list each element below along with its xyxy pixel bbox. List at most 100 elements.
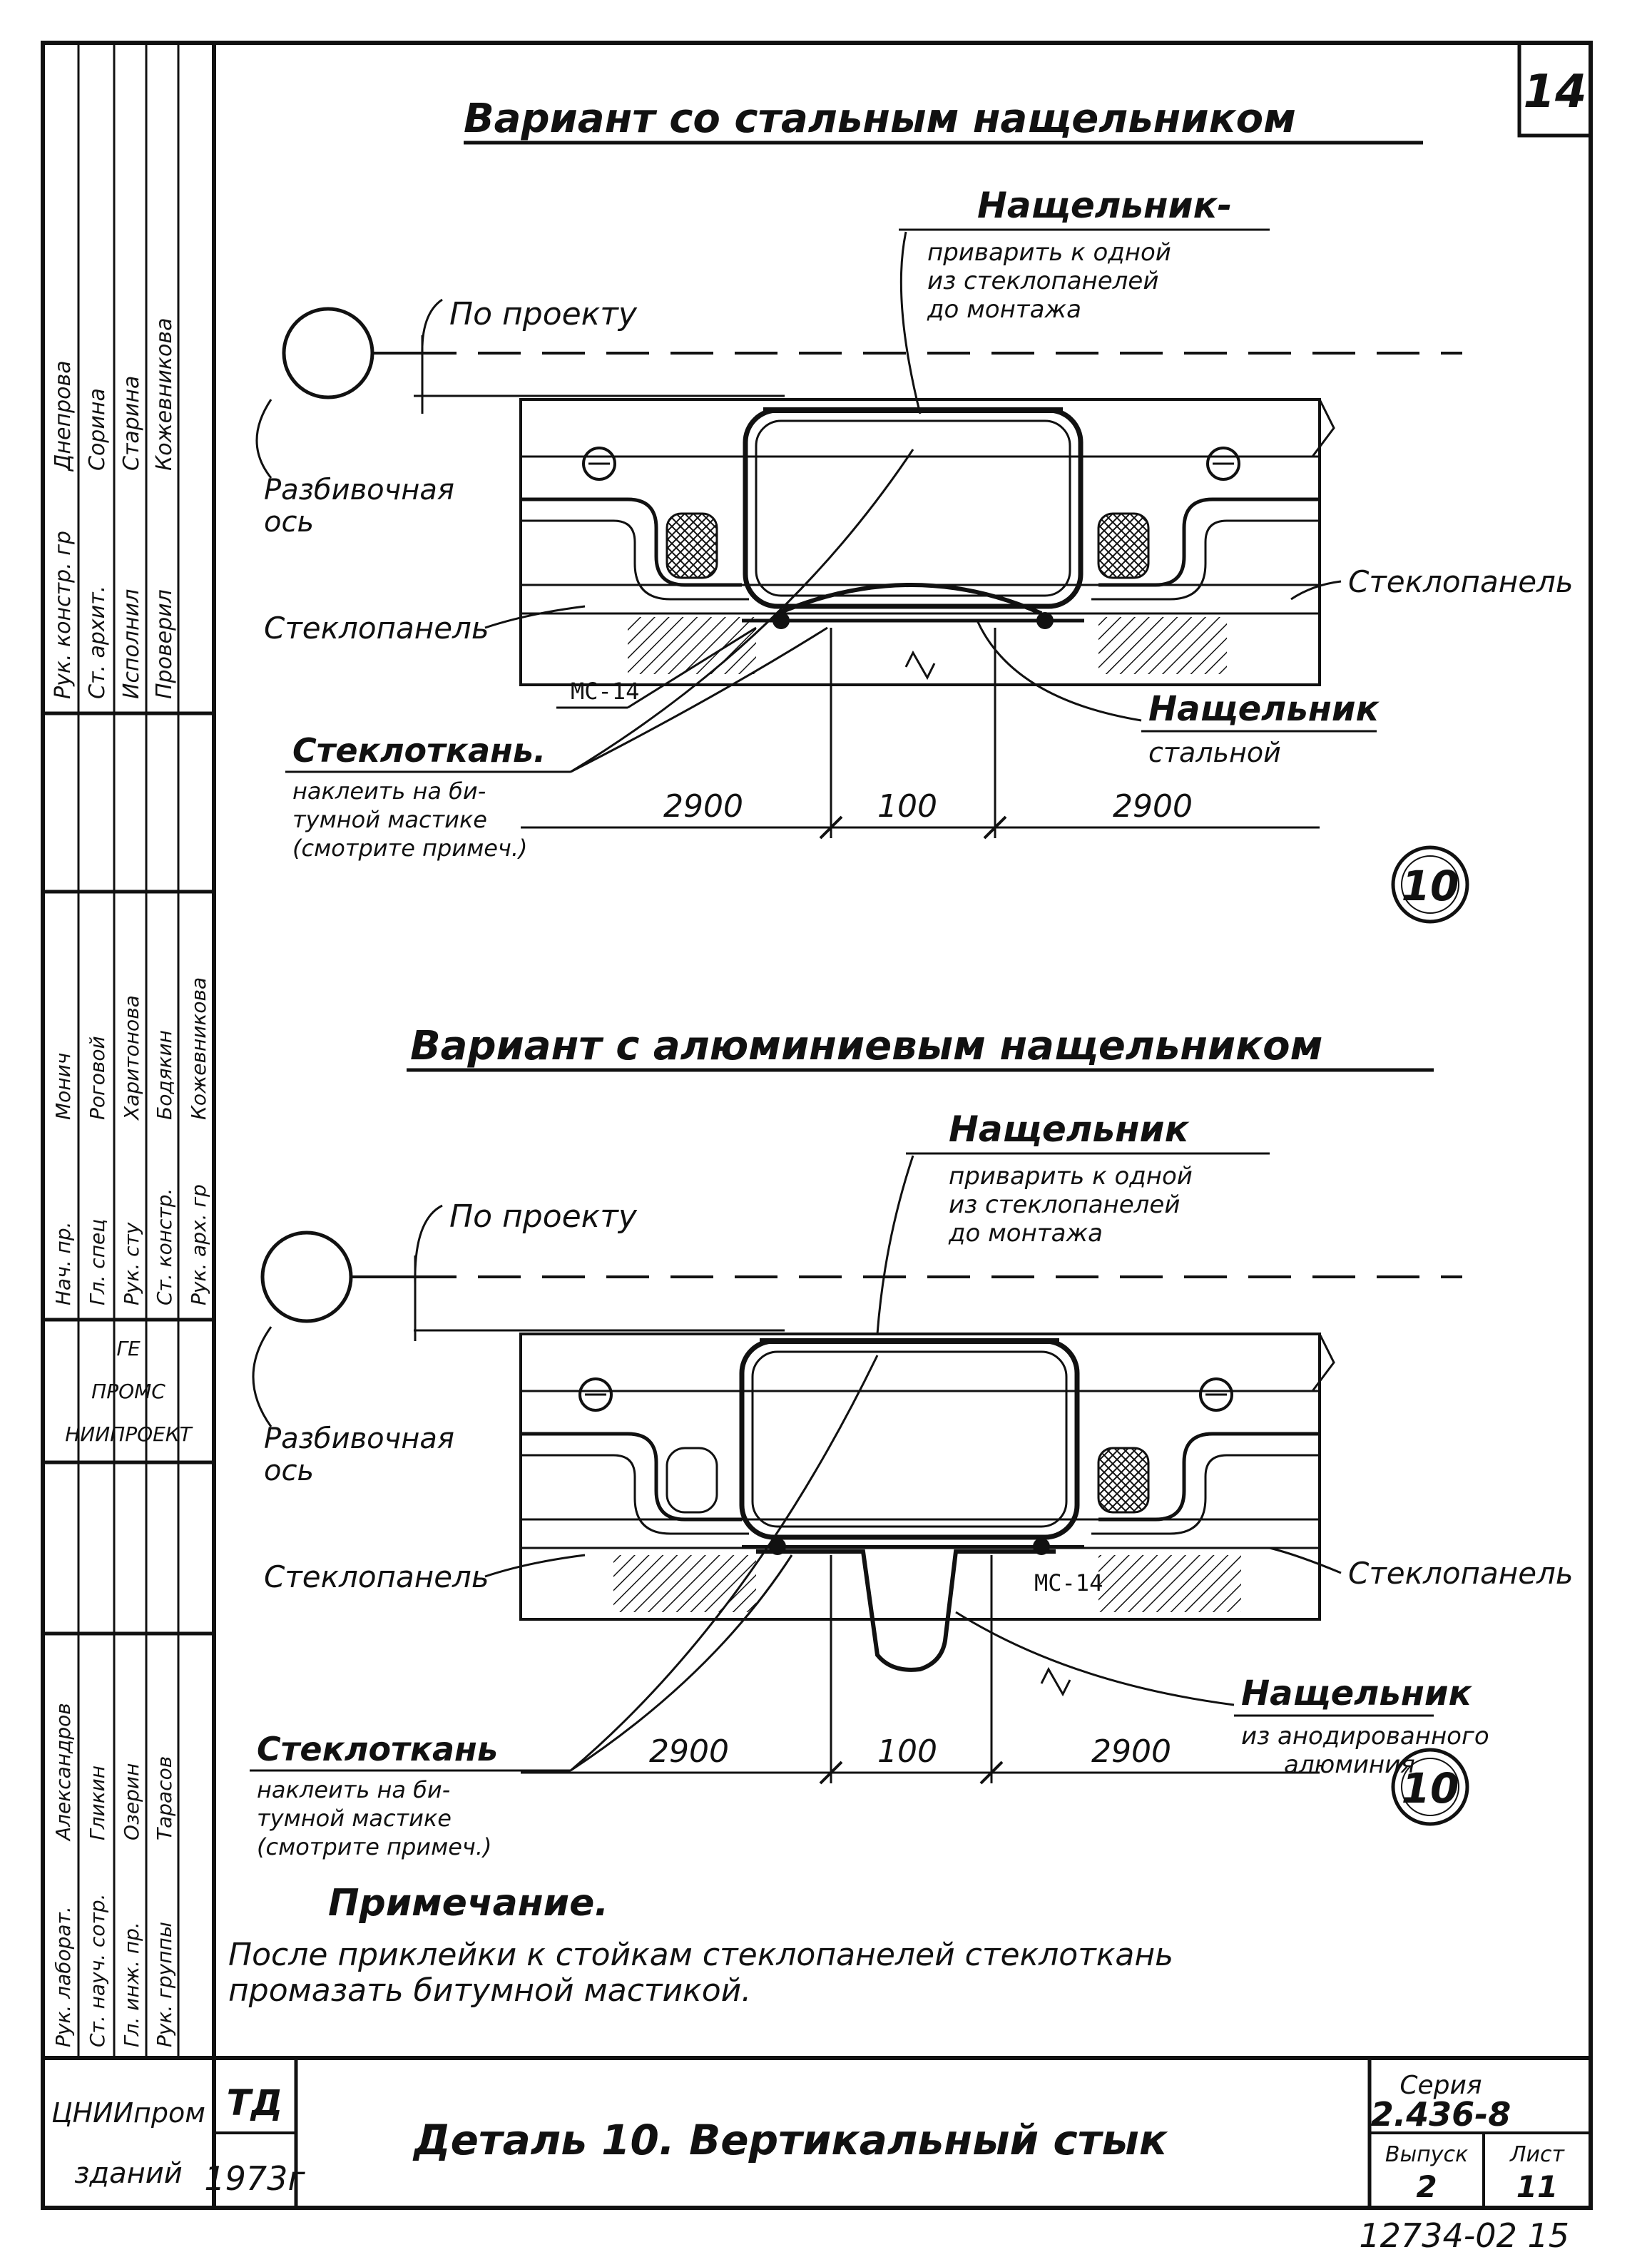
svg-text:тумной мастике: тумной мастике <box>257 1805 452 1832</box>
svg-text:Кожевникова: Кожевникова <box>187 977 210 1120</box>
svg-text:Озерин: Озерин <box>120 1763 143 1840</box>
svg-text:тумной мастике: тумной мастике <box>292 806 487 833</box>
svg-text:100: 100 <box>877 1733 937 1770</box>
svg-text:Рук. констр. гр: Рук. констр. гр <box>51 531 76 699</box>
svg-text:Старина: Старина <box>119 376 144 471</box>
panel-right-label: Стеклопанель <box>1348 564 1574 599</box>
variant-steel: Вариант со стальным нащельником Нащельни… <box>255 96 1574 924</box>
svg-text:наклеить на би-: наклеить на би- <box>257 1776 450 1803</box>
svg-text:промазать битумной мастикой.: промазать битумной мастикой. <box>228 1972 751 2009</box>
svg-text:из стеклопанелей: из стеклопанелей <box>927 267 1158 295</box>
svg-text:Рук. сту: Рук. сту <box>120 1222 143 1305</box>
svg-text:Днепрова: Днепрова <box>51 360 76 472</box>
svg-text:Тарасов: Тарасов <box>153 1756 176 1840</box>
svg-text:Гл. спец: Гл. спец <box>86 1219 109 1305</box>
svg-text:Исполнил: Исполнил <box>119 589 144 699</box>
svg-text:Нащельник: Нащельник <box>1148 689 1380 729</box>
svg-text:Нащельник: Нащельник <box>949 1109 1190 1150</box>
title-block: ЦНИИпром зданий ТД 1973г Деталь 10. Верт… <box>43 2056 1591 2255</box>
svg-text:стальной: стальной <box>1148 737 1281 768</box>
side-stamp: Рук. констр. гр Ст. архит. Исполнил Пров… <box>43 43 214 2060</box>
variant-alu-title: Вариант с алюминиевым нащельником <box>410 1023 1322 1069</box>
by-project-label: По проекту <box>449 296 638 332</box>
svg-text:Александров: Александров <box>51 1703 75 1842</box>
mastic-label: МС-14 <box>571 678 639 705</box>
svg-text:ось: ось <box>264 1455 314 1487</box>
archive-number: 12734-02 15 <box>1359 2216 1569 2255</box>
axis-circle-2 <box>260 1231 353 1323</box>
svg-text:Лист: Лист <box>1509 2142 1566 2167</box>
svg-text:Разбивочная: Разбивочная <box>264 474 454 506</box>
svg-text:до монтажа: до монтажа <box>948 1219 1103 1248</box>
svg-text:Стеклоткань: Стеклоткань <box>257 1730 498 1768</box>
variant-steel-title: Вариант со стальным нащельником <box>464 96 1296 142</box>
svg-text:Нач. пр.: Нач. пр. <box>51 1221 75 1305</box>
svg-text:После приклейки к стойкам стек: После приклейки к стойкам стеклопанелей … <box>228 1937 1173 1973</box>
side-stamp-block4: Рук. лаборат. Ст. науч. сотр. Гл. инж. п… <box>51 1703 176 2047</box>
drawing-title: Деталь 10. Вертикальный стык <box>412 2116 1168 2164</box>
svg-text:(смотрите примеч.): (смотрите примеч.) <box>257 1833 491 1860</box>
variant-alu: Вариант с алюминиевым нащельником Нащель… <box>250 1023 1574 1860</box>
axis-circle <box>282 307 374 399</box>
svg-text:10: 10 <box>1402 862 1459 910</box>
svg-text:Проверил: Проверил <box>152 589 177 699</box>
note-heading: Примечание. <box>328 1882 608 1925</box>
svg-text:Харитонова: Харитонова <box>120 995 143 1121</box>
svg-text:Рук. арх. гр: Рук. арх. гр <box>187 1184 210 1305</box>
svg-text:из анодированного: из анодированного <box>1241 1722 1489 1751</box>
svg-text:Выпуск: Выпуск <box>1385 2142 1468 2167</box>
svg-text:2900: 2900 <box>649 1733 729 1770</box>
svg-text:Стеклопанель: Стеклопанель <box>1348 1556 1574 1591</box>
svg-text:приварить к одной: приварить к одной <box>949 1162 1193 1191</box>
note: Примечание. После приклейки к стойкам ст… <box>228 1882 1173 2009</box>
svg-text:11: 11 <box>1516 2169 1558 2204</box>
svg-text:Разбивочная: Разбивочная <box>264 1422 454 1455</box>
svg-text:2: 2 <box>1416 2169 1437 2204</box>
svg-text:2900: 2900 <box>1113 788 1193 825</box>
svg-text:100: 100 <box>877 788 937 825</box>
svg-text:(смотрите примеч.): (смотрите примеч.) <box>292 835 527 862</box>
svg-text:Сорина: Сорина <box>85 388 110 471</box>
svg-text:2900: 2900 <box>663 788 743 825</box>
detail-mark <box>1391 845 1469 924</box>
svg-text:Стеклопанель: Стеклопанель <box>264 1559 489 1594</box>
svg-text:Роговой: Роговой <box>86 1036 109 1120</box>
detail-mark-2 <box>1391 1748 1469 1826</box>
svg-text:По проекту: По проекту <box>449 1198 638 1235</box>
side-stamp-block1: Рук. констр. гр Ст. архит. Исполнил Пров… <box>51 318 177 699</box>
svg-text:ГЕ: ГЕ <box>116 1337 141 1360</box>
svg-text:Ст. архит.: Ст. архит. <box>85 586 110 699</box>
svg-text:Рук. группы: Рук. группы <box>153 1922 176 2047</box>
sheet-number: 14 <box>1523 66 1586 118</box>
svg-text:Ст. науч. сотр.: Ст. науч. сотр. <box>86 1893 109 2047</box>
svg-text:приварить к одной: приварить к одной <box>927 238 1171 267</box>
svg-text:10: 10 <box>1402 1764 1459 1813</box>
svg-text:Гл. инж. пр.: Гл. инж. пр. <box>120 1922 143 2047</box>
svg-text:Монич: Монич <box>51 1053 75 1120</box>
svg-text:Ст. констр.: Ст. констр. <box>153 1188 176 1305</box>
fabric-label: Стеклоткань. <box>292 731 546 770</box>
svg-text:ПРОМС: ПРОМС <box>91 1380 165 1403</box>
svg-text:Кожевникова: Кожевникова <box>152 318 177 471</box>
svg-text:из стеклопанелей: из стеклопанелей <box>949 1191 1180 1219</box>
sheet-frame: 14 <box>41 41 1593 2210</box>
svg-text:алюминия: алюминия <box>1284 1751 1415 1779</box>
variant-steel-plate-label: Нащельник- <box>977 185 1232 226</box>
svg-text:Серия: Серия <box>1399 2071 1482 2100</box>
svg-text:наклеить на би-: наклеить на би- <box>292 778 486 805</box>
svg-text:2.436-8: 2.436-8 <box>1371 2095 1511 2134</box>
org-top: ЦНИИпром <box>51 2097 205 2129</box>
svg-text:МС-14: МС-14 <box>1034 1569 1103 1596</box>
svg-text:Бодякин: Бодякин <box>153 1030 176 1120</box>
svg-text:Нащельник: Нащельник <box>1241 1673 1472 1713</box>
side-stamp-block2: Нач. пр. Гл. спец Рук. сту Ст. констр. Р… <box>51 977 210 1305</box>
svg-text:НИИПРОЕКТ: НИИПРОЕКТ <box>65 1422 193 1446</box>
svg-text:до монтажа: до монтажа <box>927 295 1081 324</box>
side-stamp-block3: ГЕ ПРОМС НИИПРОЕКТ <box>65 1337 193 1446</box>
svg-text:1973г: 1973г <box>204 2159 305 2198</box>
panel-left-label: Стеклопанель <box>264 611 489 646</box>
svg-text:Рук. лаборат.: Рук. лаборат. <box>51 1906 75 2047</box>
svg-text:ТД: ТД <box>227 2082 283 2124</box>
svg-text:2900: 2900 <box>1091 1733 1171 1770</box>
